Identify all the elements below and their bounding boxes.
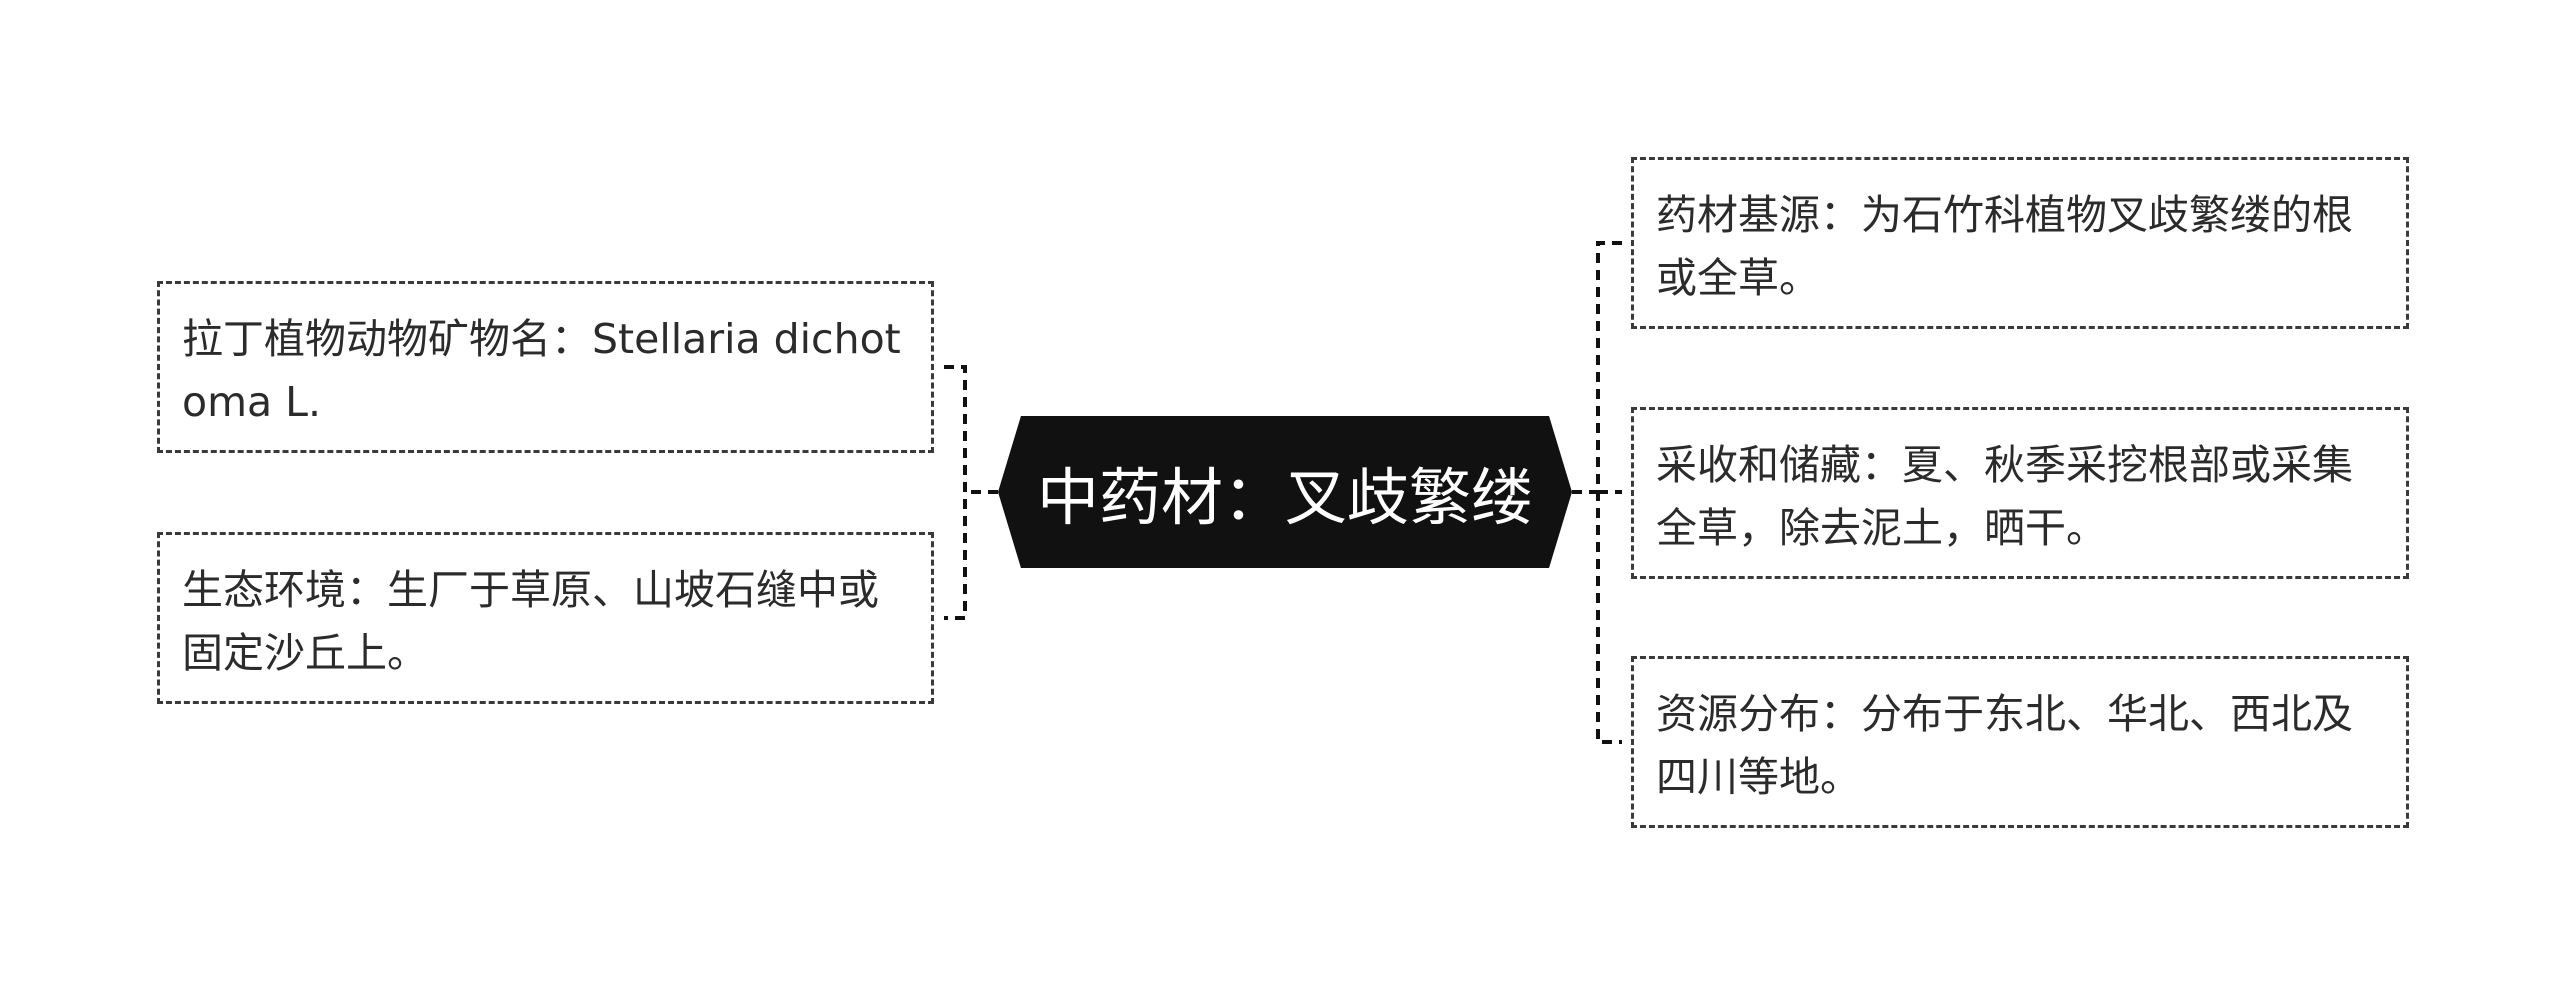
topic-harvest-storage[interactable]: 采收和储藏：夏、秋季采挖根部或采集全草，除去泥土，晒干。 (1631, 407, 2409, 579)
central-topic-node[interactable]: 中药材：叉歧繁缕 (998, 416, 1572, 568)
topic-distribution-text: 资源分布：分布于东北、华北、西北及四川等地。 (1656, 690, 2353, 801)
topic-habitat-text: 生态环境：生厂于草原、山坡石缝中或固定沙丘上。 (182, 566, 879, 677)
connector-left-bracket (944, 365, 967, 620)
topic-habitat[interactable]: 生态环境：生厂于草原、山坡石缝中或固定沙丘上。 (157, 532, 934, 704)
central-topic-shape (998, 416, 1572, 568)
topic-medicinal-source-text: 药材基源：为石竹科植物叉歧繁缕的根或全草。 (1656, 191, 2353, 302)
central-topic-title: 中药材：叉歧繁缕 (1036, 461, 1533, 534)
topic-latin-name-text: 拉丁植物动物矿物名：Stellaria dichotoma L. (182, 315, 901, 426)
topic-medicinal-source[interactable]: 药材基源：为石竹科植物叉歧繁缕的根或全草。 (1631, 157, 2409, 329)
topic-latin-name[interactable]: 拉丁植物动物矿物名：Stellaria dichotoma L. (157, 281, 934, 453)
topic-harvest-storage-text: 采收和储藏：夏、秋季采挖根部或采集全草，除去泥土，晒干。 (1656, 441, 2353, 552)
topic-distribution[interactable]: 资源分布：分布于东北、华北、西北及四川等地。 (1631, 656, 2409, 828)
